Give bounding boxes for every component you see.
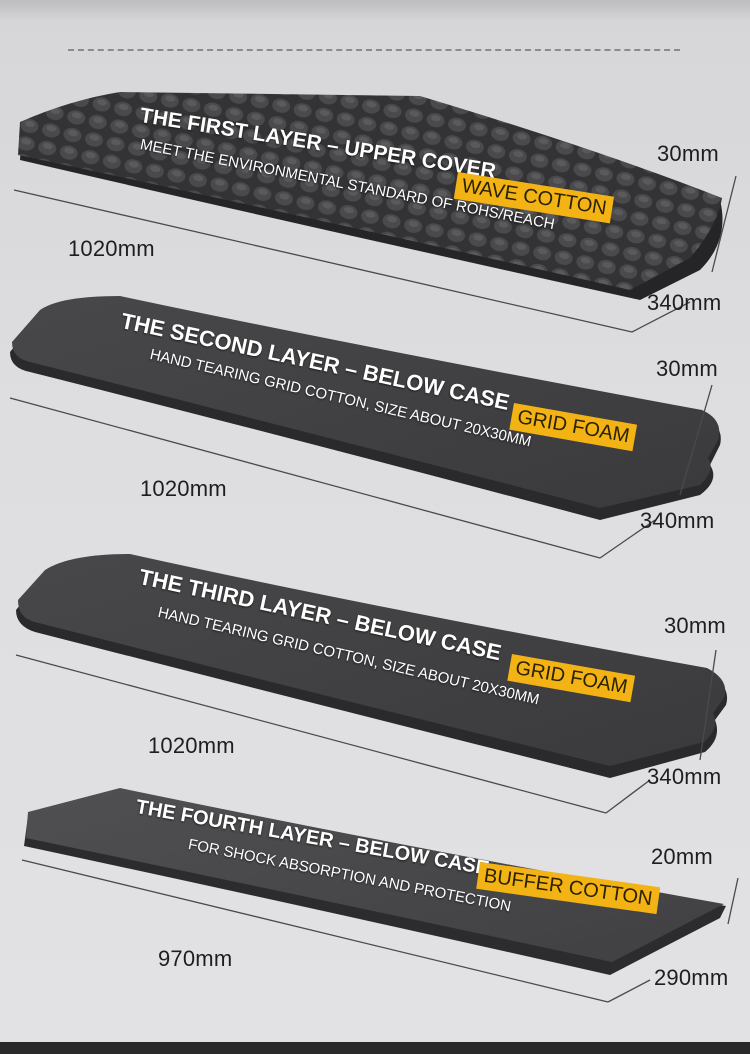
- layer-4-length-label: 970mm: [158, 946, 233, 971]
- dimension-lines: [9, 175, 739, 1003]
- layer-2-foam: [10, 296, 721, 520]
- layer-1-thickness-label: 30mm: [657, 141, 719, 166]
- layer-2-length-label: 1020mm: [140, 476, 227, 501]
- layer-4-foam: [24, 788, 726, 975]
- layer-4-width-label: 290mm: [654, 965, 729, 990]
- dashed-divider: [68, 49, 680, 51]
- layer-3-foam: [16, 554, 728, 778]
- bottom-bar: [0, 1042, 750, 1054]
- layer-2-width-label: 340mm: [640, 508, 715, 533]
- layer-1-length-label: 1020mm: [68, 236, 155, 261]
- layer-3-thickness-label: 30mm: [664, 613, 726, 638]
- layer-4-thickness-label: 20mm: [651, 844, 713, 869]
- layer-3-length-label: 1020mm: [148, 733, 235, 758]
- layer-1-width-label: 340mm: [647, 290, 722, 315]
- layer-2-thickness-label: 30mm: [656, 356, 718, 381]
- layer-3-width-label: 340mm: [647, 764, 722, 789]
- layer-1-foam: [18, 92, 723, 300]
- top-shadow: [0, 0, 750, 22]
